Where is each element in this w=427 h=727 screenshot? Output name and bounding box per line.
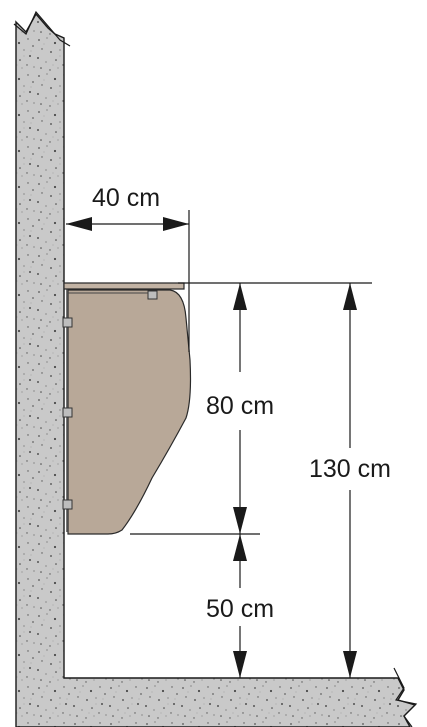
- upper-height-label: 80 cm: [206, 392, 274, 420]
- wall-bracket-bottom: [62, 499, 73, 510]
- wall-cabinet: [67, 289, 192, 535]
- wall-bracket-middle: [62, 407, 73, 418]
- lower-height-label: 50 cm: [206, 595, 274, 623]
- lower-height-arrow-bottom: [233, 651, 247, 678]
- floor-break-line: [393, 667, 418, 727]
- lower-height-arrow-top: [233, 534, 247, 561]
- wall-break-line: [13, 10, 71, 47]
- width-arrow-right: [163, 217, 189, 231]
- width-label: 40 cm: [92, 184, 160, 212]
- wall-bracket-top: [62, 317, 73, 328]
- total-height-arrow-top: [343, 283, 357, 310]
- width-arrow-left: [66, 217, 92, 231]
- concrete-wall-floor: [15, 12, 417, 727]
- total-height-label: 130 cm: [309, 455, 391, 483]
- upper-height-arrow-top: [233, 283, 247, 310]
- total-height-arrow-bottom: [343, 651, 357, 678]
- shelf-top: [63, 282, 185, 290]
- hinge-bracket: [147, 290, 158, 300]
- upper-height-arrow-bottom: [233, 507, 247, 534]
